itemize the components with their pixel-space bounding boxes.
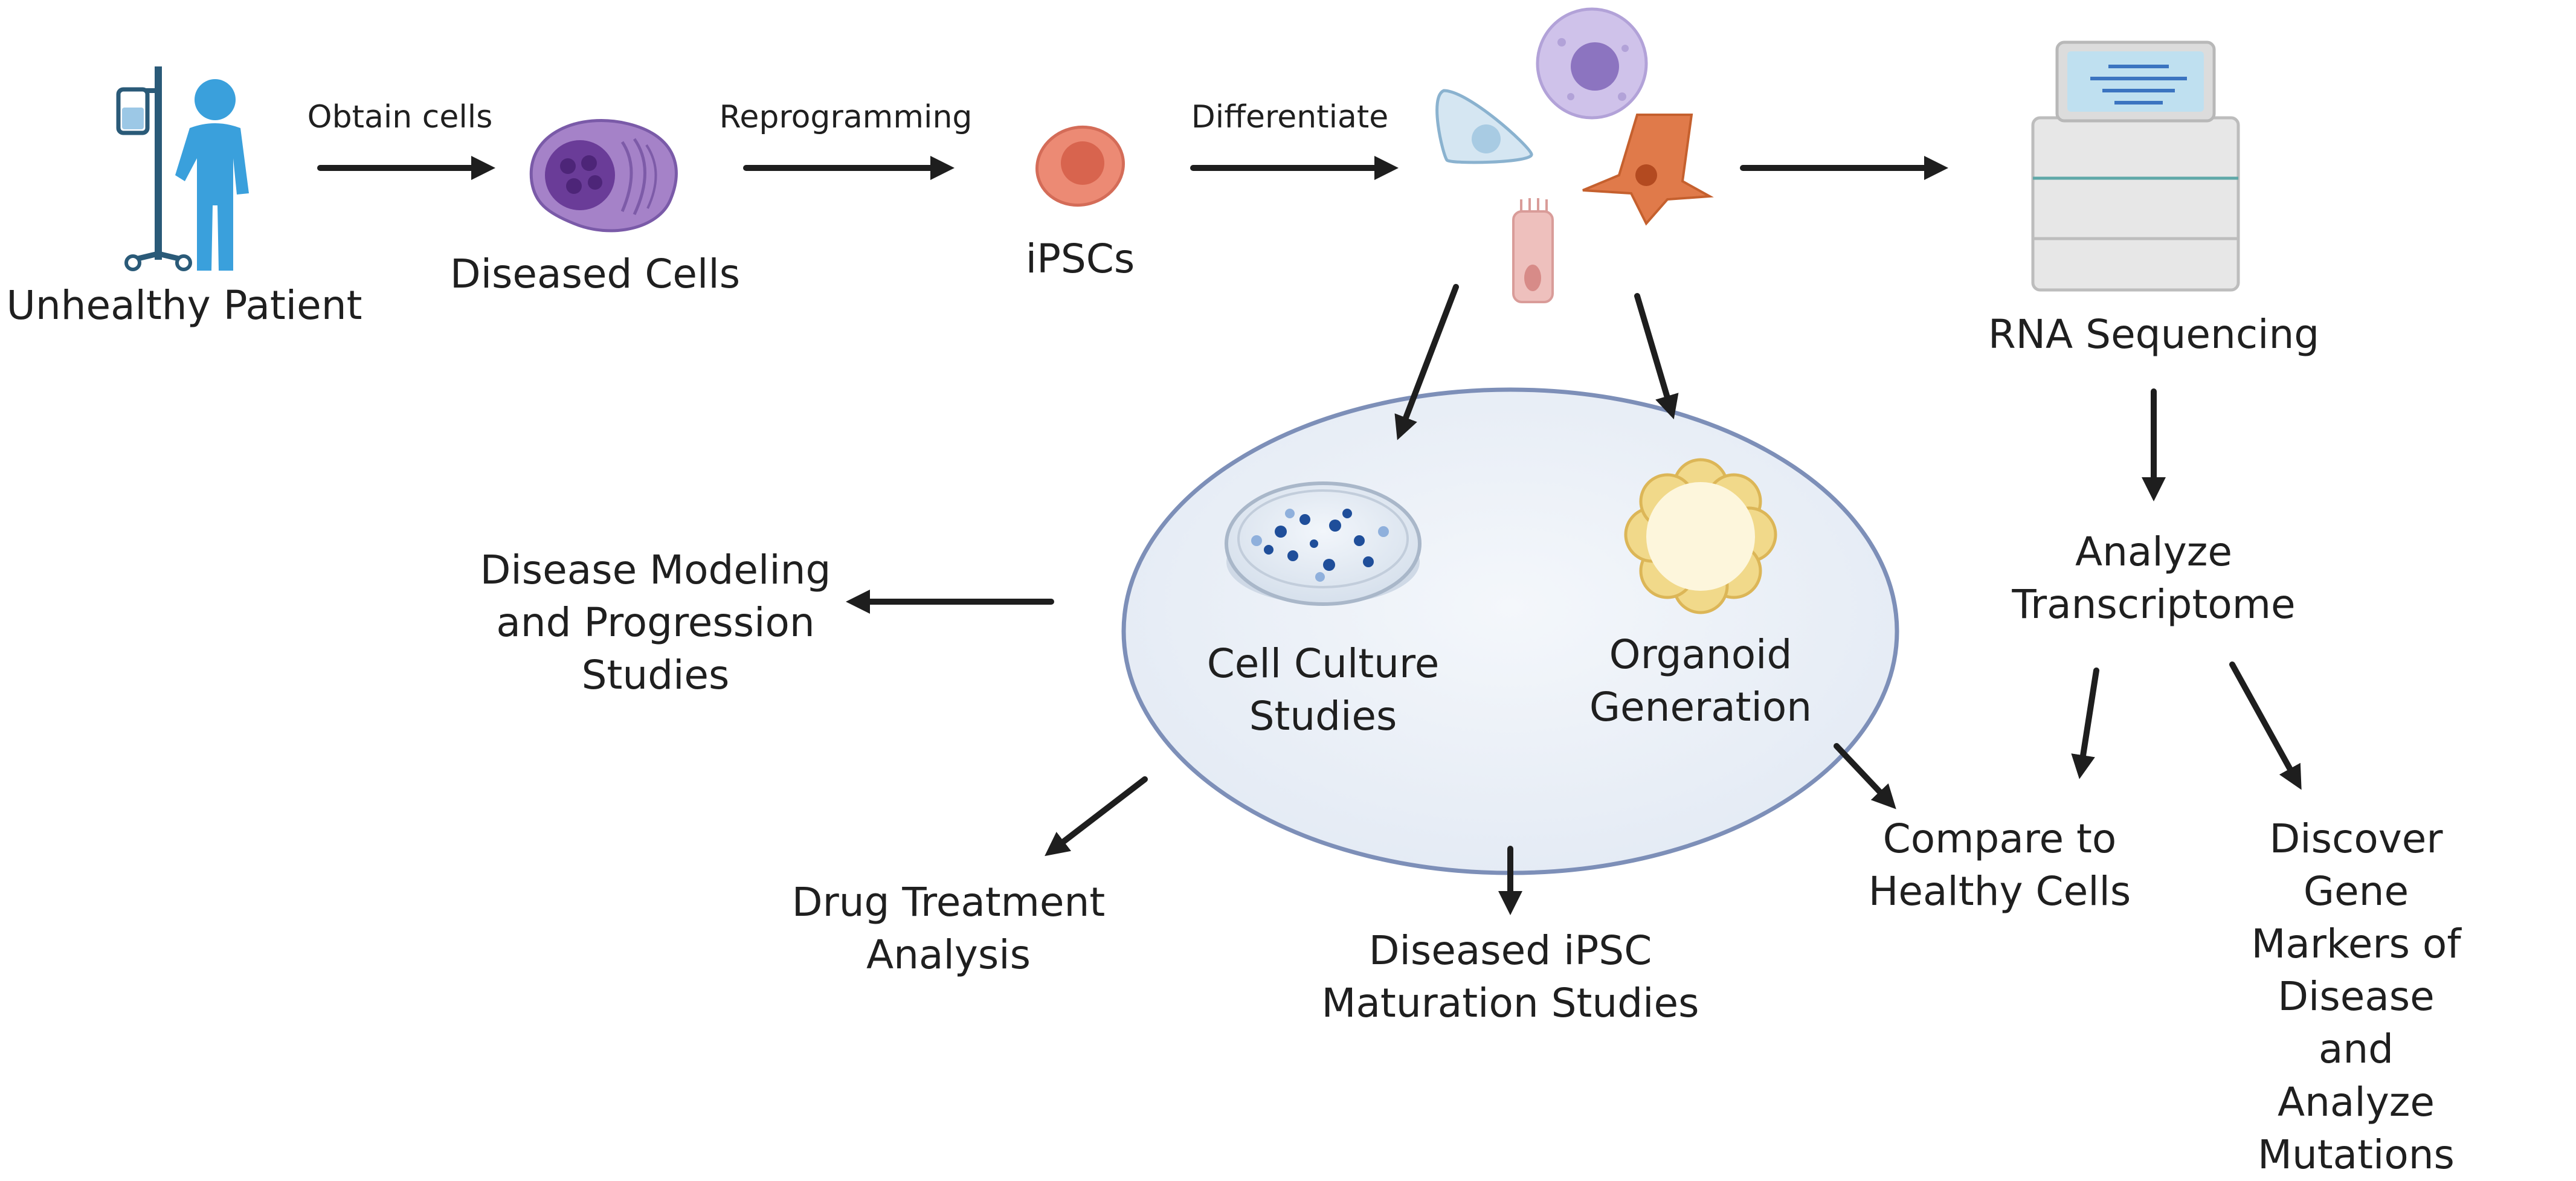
label-disease-modeling: Disease Modeling and Progression Studies (480, 547, 831, 699)
arrow-to-organoid (1634, 293, 1679, 420)
diseased-cell-icon (529, 118, 678, 233)
diagram-canvas (116, 7, 2302, 915)
arrow-to-drug-treatment (1045, 776, 1148, 857)
arrow-to-cell-culture (1394, 284, 1459, 440)
arrow-analyze-to-compare (2071, 668, 2099, 779)
label-differentiate: Differentiate (1191, 99, 1389, 135)
differentiated-cells-icon (1435, 7, 1714, 303)
organoid-icon (1624, 458, 1777, 614)
label-reprogramming: Reprogramming (719, 99, 973, 135)
label-diseased-cells: Diseased Cells (449, 251, 741, 297)
ipsc-cell-icon (1035, 125, 1125, 207)
petri-dish-icon (1225, 481, 1422, 606)
label-rna-sequencing: RNA Sequencing (1988, 311, 2320, 358)
label-drug-treatment: Drug Treatment Analysis (791, 879, 1106, 979)
workflow-diagram: Unhealthy Patient Obtain cells Diseased … (6, 7, 2461, 1178)
label-compare-healthy: Compare to Healthy Cells (1868, 816, 2131, 915)
rna-sequencer-icon (2031, 40, 2240, 292)
label-obtain-cells: Obtain cells (307, 99, 493, 135)
label-maturation-studies: Diseased iPSC Maturation Studies (1321, 927, 1699, 1027)
arrow-analyze-to-discover (2229, 661, 2302, 790)
patient-with-iv-icon (116, 66, 249, 271)
label-discover-markers: Discover Gene Markers of Disease and Ana… (2251, 816, 2461, 1178)
label-analyze-transcriptome: Analyze Transcriptome (2012, 529, 2296, 628)
label-ipscs: iPSCs (1025, 236, 1135, 282)
label-organoid-generation: Organoid Generation (1589, 631, 1812, 731)
label-unhealthy-patient: Unhealthy Patient (6, 282, 362, 329)
label-cell-culture-studies: Cell Culture Studies (1206, 640, 1440, 740)
arrow-to-compare (1834, 743, 1896, 809)
